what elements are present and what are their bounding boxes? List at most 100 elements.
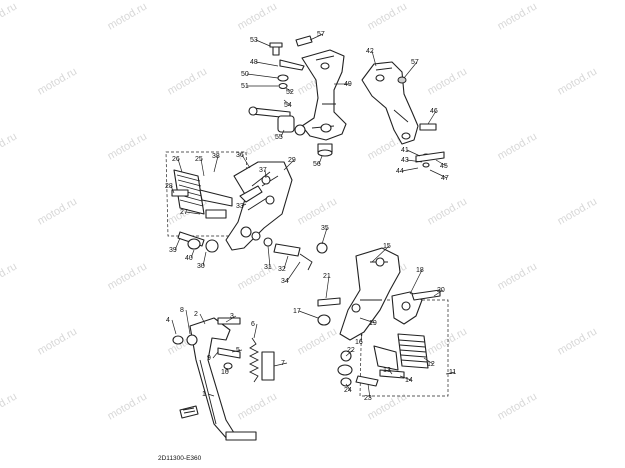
callout-3: 3 (230, 313, 234, 320)
callout-23: 23 (364, 395, 372, 402)
leader-line-9 (212, 351, 219, 359)
watermark-text: motod.ru (236, 0, 280, 32)
callout-45: 45 (440, 163, 448, 170)
callout-40: 40 (185, 255, 193, 262)
callout-51: 51 (241, 83, 249, 90)
leader-line-31 (267, 245, 271, 268)
diagram-code: 2D11300-E360 (158, 455, 202, 462)
watermark-text: motod.ru (496, 0, 540, 32)
leader-line-55 (280, 129, 285, 138)
watermark-text: motod.ru (36, 325, 80, 357)
watermark-text: motod.ru (496, 260, 540, 292)
callout-30: 30 (197, 263, 205, 270)
leader-line-57 (403, 61, 418, 79)
leader-line-22 (345, 349, 354, 357)
leader-line-18 (409, 269, 423, 295)
callout-42: 42 (366, 48, 374, 55)
watermark-text: motod.ru (0, 260, 19, 292)
leader-line-1 (207, 393, 215, 397)
watermark-text: motod.ru (426, 195, 470, 227)
leader-line-36 (241, 154, 251, 169)
leader-line-38 (213, 155, 219, 173)
callout-28: 28 (165, 183, 173, 190)
callout-21: 21 (323, 273, 331, 280)
upper-bolts (248, 35, 445, 168)
callout-2: 2 (194, 311, 198, 318)
callout-38: 38 (212, 153, 220, 160)
callout-55: 55 (275, 134, 283, 141)
watermark-text: motod.ru (496, 130, 540, 162)
right-footrest-group (317, 247, 449, 397)
leader-line-7 (273, 362, 288, 367)
callout-54: 54 (284, 102, 292, 109)
callout-31: 31 (264, 264, 272, 271)
leader-line-14 (399, 375, 412, 381)
leader-line-12 (423, 357, 434, 365)
watermark-text: motod.ru (106, 390, 150, 422)
callout-56: 56 (313, 161, 321, 168)
callout-22: 22 (347, 347, 355, 354)
watermark-text: motod.ru (106, 130, 150, 162)
callout-15: 15 (383, 243, 391, 250)
watermark-text: motod.ru (36, 65, 80, 97)
callout-47: 47 (441, 175, 449, 182)
watermark-layer: motod.ru motod.ru motod.ru motod.ru motod.ru… (0, 0, 599, 422)
leader-line-44 (401, 167, 419, 172)
leader-line-41 (406, 149, 421, 157)
leader-line-52 (285, 87, 293, 93)
leader-lines (170, 33, 456, 399)
watermark-text: motod.ru (426, 65, 470, 97)
stand-spring (248, 337, 260, 383)
left-footrest-group (165, 151, 328, 271)
leader-line-5 (231, 349, 243, 353)
callout-4: 4 (166, 317, 170, 324)
right-footpeg-rubber (397, 333, 429, 369)
watermark-text: motod.ru (36, 195, 80, 227)
leader-line-33 (241, 203, 247, 207)
rear-left-bracket (301, 49, 347, 157)
rear-right-bracket (361, 61, 419, 145)
leader-line-48 (255, 61, 279, 67)
leader-line-26 (177, 158, 183, 173)
leader-line-2 (199, 313, 206, 325)
leader-line-57 (309, 33, 324, 41)
callout-9: 9 (207, 355, 211, 362)
watermark-text: motod.ru (236, 260, 280, 292)
callout-29: 29 (288, 157, 296, 164)
leader-line-54 (283, 99, 291, 106)
leader-line-21 (325, 275, 330, 299)
leader-line-42 (371, 50, 377, 67)
leader-line-35 (321, 227, 328, 245)
leader-line-3 (225, 315, 237, 323)
leader-line-13 (388, 369, 393, 375)
callout-53: 53 (250, 37, 258, 44)
callout-57: 57 (317, 31, 325, 38)
watermark-text: motod.ru (296, 325, 340, 357)
watermark-text: motod.ru (0, 390, 19, 422)
leader-line-46 (427, 110, 437, 125)
watermark-text: motod.ru (556, 65, 600, 97)
leader-line-39 (174, 237, 181, 251)
leader-line-29 (283, 159, 295, 171)
leader-line-28 (170, 185, 175, 194)
callout-6: 6 (251, 321, 255, 328)
callout-20: 20 (437, 287, 445, 294)
watermark-text: motod.ru (426, 325, 470, 357)
leader-line-8 (185, 309, 191, 335)
watermark-text: motod.ru (556, 325, 600, 357)
leader-line-56 (318, 155, 323, 165)
leader-line-30 (202, 251, 207, 267)
callout-24: 24 (344, 387, 352, 394)
watermark-text: motod.ru (166, 65, 210, 97)
leader-line-19 (359, 317, 376, 324)
watermark-text: motod.ru (366, 0, 410, 32)
callout-10: 10 (221, 369, 229, 376)
watermark-text: motod.ru (296, 195, 340, 227)
callout-25: 25 (195, 156, 203, 163)
callout-35: 35 (321, 225, 329, 232)
callout-18: 18 (416, 267, 424, 274)
callout-7: 7 (281, 360, 285, 367)
